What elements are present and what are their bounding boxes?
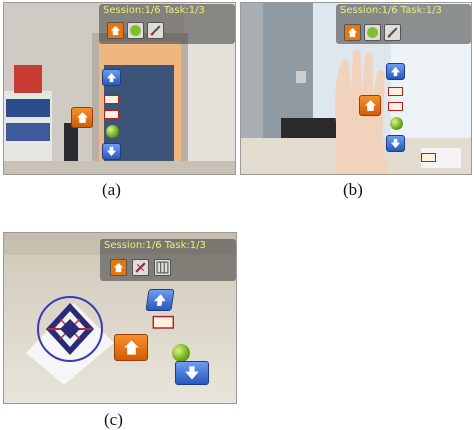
home-tool-button[interactable] — [344, 24, 361, 41]
pen-icon — [387, 27, 398, 38]
book-icon[interactable] — [419, 151, 439, 165]
home-icon — [76, 112, 88, 123]
home-icon — [110, 25, 121, 36]
screenshot-panel-b: Session:1/6 Task:1/3 — [240, 2, 472, 175]
up-arrow-icon — [390, 66, 401, 77]
book-icon[interactable] — [387, 100, 405, 114]
caption-c: (c) — [104, 410, 123, 429]
book-icon[interactable] — [151, 313, 177, 333]
pen-icon — [150, 25, 161, 36]
scroll-down-button[interactable] — [386, 135, 405, 152]
down-arrow-icon — [390, 138, 401, 149]
home-tool-button[interactable] — [107, 22, 124, 39]
home-icon — [113, 262, 124, 273]
book-icon[interactable] — [387, 85, 405, 99]
grid-icon — [156, 261, 169, 274]
home-button[interactable] — [71, 107, 93, 128]
home-icon — [347, 27, 358, 38]
hud-bar: Session:1/6 Task:1/3 — [99, 4, 235, 44]
session-task-label: Session:1/6 Task:1/3 — [104, 240, 206, 251]
green-ball-icon — [367, 27, 378, 38]
scroll-up-button[interactable] — [102, 69, 121, 86]
session-task-label: Session:1/6 Task:1/3 — [103, 5, 205, 16]
caption-b: (b) — [343, 180, 363, 199]
ball-tool-button[interactable] — [364, 24, 381, 41]
up-arrow-icon — [154, 294, 166, 306]
down-arrow-icon — [185, 366, 199, 380]
hud-bar: Session:1/6 Task:1/3 — [336, 4, 471, 44]
screenshot-panel-a: Session:1/6 Task:1/3 — [3, 2, 236, 175]
pen-tool-button[interactable] — [384, 24, 401, 41]
home-tool-button[interactable] — [110, 259, 127, 276]
hud-bar: Session:1/6 Task:1/3 — [100, 239, 236, 281]
down-arrow-icon — [106, 146, 117, 157]
scroll-up-button[interactable] — [145, 289, 175, 311]
scroll-up-button[interactable] — [386, 63, 405, 80]
pen-icon — [135, 262, 146, 273]
caption-a: (a) — [102, 180, 121, 199]
book-icon[interactable] — [103, 93, 121, 107]
green-ball-icon[interactable] — [106, 125, 119, 138]
scroll-down-button[interactable] — [175, 361, 209, 385]
tracking-marker-icon — [37, 296, 103, 362]
home-icon — [364, 100, 376, 111]
session-task-label: Session:1/6 Task:1/3 — [340, 5, 442, 16]
ball-tool-button[interactable] — [127, 22, 144, 39]
up-arrow-icon — [106, 72, 117, 83]
home-button[interactable] — [114, 334, 148, 361]
screenshot-panel-c: Session:1/6 Task:1/3 — [3, 232, 237, 404]
home-button[interactable] — [359, 95, 381, 116]
book-icon[interactable] — [103, 108, 121, 122]
eraser-tool-button[interactable] — [132, 259, 149, 276]
grid-tool-button[interactable] — [154, 259, 171, 276]
green-ball-icon[interactable] — [390, 117, 403, 130]
green-ball-icon — [130, 25, 141, 36]
home-icon — [123, 340, 139, 355]
scroll-down-button[interactable] — [102, 143, 121, 160]
pen-tool-button[interactable] — [147, 22, 164, 39]
green-ball-icon[interactable] — [172, 344, 190, 362]
